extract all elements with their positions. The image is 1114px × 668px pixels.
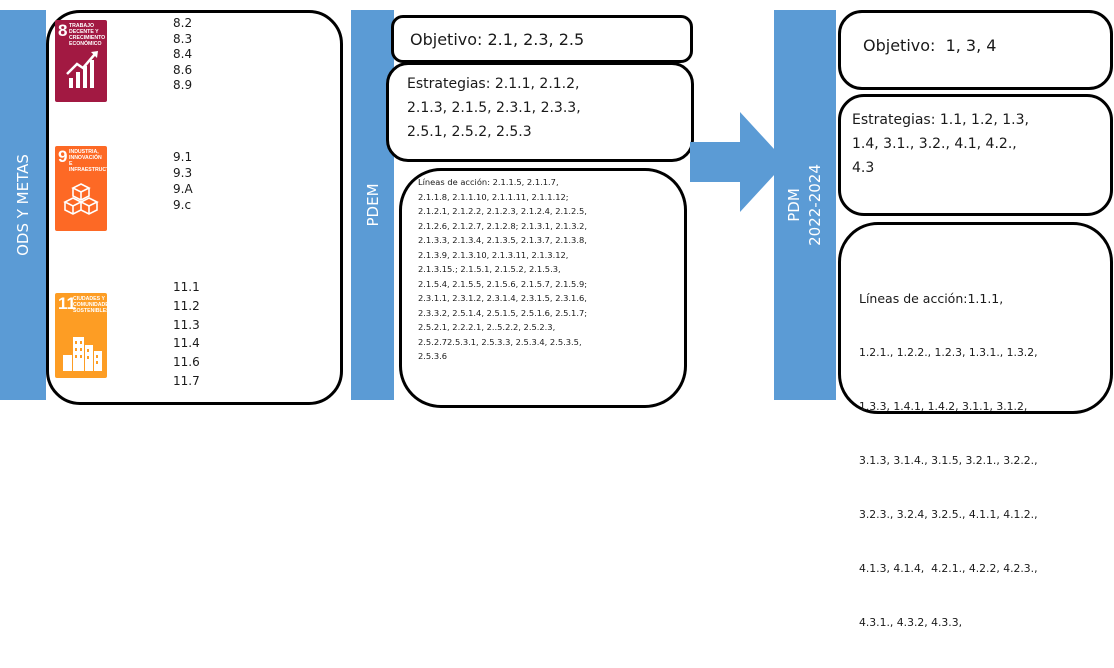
text-line: Líneas de acción:1.1.1,	[859, 291, 1004, 306]
city-buildings-icon	[63, 337, 102, 371]
flow-arrow	[690, 112, 786, 212]
pdm-estrategias-text: Estrategias: 1.1, 1.2, 1.3, 1.4, 3.1., 3…	[852, 108, 1029, 180]
text-line: 2.5.3.6	[418, 351, 448, 361]
target-item: 8.6	[173, 62, 193, 77]
text-line: 4.3	[852, 160, 875, 176]
pdm-lineas-box: Líneas de acción:1.1.1, 1.2.1., 1.2.2., …	[838, 222, 1113, 629]
text-line: 2.5.1, 2.5.2, 2.5.3	[407, 124, 532, 140]
text-line: 2.1.2.6, 2.1.2.7, 2.1.2.8; 2.1.3.1, 2.1.…	[418, 220, 588, 231]
target-item: 11.1	[173, 280, 200, 294]
ods-column-label: ODS Y METAS	[14, 154, 32, 256]
target-item: 11.2	[173, 298, 200, 313]
text-line: Estrategias: 1.1, 1.2, 1.3,	[852, 112, 1029, 128]
sdg-8-icon: 8 TRABAJO DECENTE Y CRECIMIENTO ECONÓMIC…	[55, 20, 107, 102]
text-line: 1.2.1., 1.2.2., 1.2.3, 1.3.1., 1.3.2,	[859, 346, 1038, 359]
target-item: 8.3	[173, 31, 193, 46]
text-line: 2.1.1.8, 2.1.1.10, 2.1.1.11, 2.1.1.12;	[418, 191, 569, 202]
target-item: 8.2	[173, 16, 193, 30]
sdg-9-targets: 9.1 9.3 9.A 9.c	[173, 149, 233, 213]
pdem-column-label: PDEM	[363, 183, 382, 227]
text-line: 2.1.3.9, 2.1.3.10, 2.1.3.11, 2.1.3.12,	[418, 249, 569, 260]
pdm-title: PDM	[785, 188, 803, 222]
target-item: 11.3	[173, 317, 200, 332]
pdm-estrategias-box: Estrategias: 1.1, 1.2, 1.3, 1.4, 3.1., 3…	[838, 94, 1113, 216]
ods-column-bar: ODS Y METAS	[0, 10, 46, 400]
pdem-lineas-box: Líneas de acción: 2.1.1.5, 2.1.1.7, 2.1.…	[399, 168, 687, 408]
pdem-estrategias-text: Estrategias: 2.1.1, 2.1.2, 2.1.3, 2.1.5,…	[407, 72, 581, 144]
text-line: Estrategias: 2.1.1, 2.1.2,	[407, 76, 580, 92]
cubes-icon	[63, 183, 99, 215]
sdg-11-targets: 11.1 11.2 11.3 11.4 11.6 11.7	[173, 278, 233, 391]
target-item: 11.4	[173, 336, 200, 351]
pdm-column-label: PDM 2022-2024	[784, 164, 826, 246]
text-line: 2.1.3, 2.1.5, 2.3.1, 2.3.3,	[407, 100, 581, 116]
target-item: 9.3	[173, 166, 193, 180]
target-item: 11.7	[173, 373, 200, 388]
text-line: Líneas de acción: 2.1.1.5, 2.1.1.7,	[418, 177, 559, 187]
sdg-9-icon: 9 INDUSTRIA, INNOVACIÓN E INFRAESTRUCTUR…	[55, 146, 107, 231]
text-line: 3.2.3., 3.2.4, 3.2.5., 4.1.1, 4.1.2.,	[859, 508, 1038, 521]
growth-chart-icon	[66, 51, 98, 88]
text-line: 2.3.3.2, 2.5.1.4, 2.5.1.5, 2.5.1.6, 2.5.…	[418, 307, 588, 318]
pdem-estrategias-box: Estrategias: 2.1.1, 2.1.2, 2.1.3, 2.1.5,…	[386, 62, 694, 162]
pdm-objetivo-box: Objetivo: 1, 3, 4	[838, 10, 1113, 90]
text-line: 2.3.1.1, 2.3.1.2, 2.3.1.4, 2.3.1.5, 2.3.…	[418, 293, 587, 303]
text-line: 2.5.2.72.5.3.1, 2.5.3.3, 2.5.3.4, 2.5.3.…	[418, 336, 582, 347]
text-line: 1.3.3, 1.4.1, 1.4.2, 3.1.1, 3.1.2,	[859, 400, 1028, 413]
sdg-11-icon: 11 CIUDADES Y COMUNIDADES SOSTENIBLES	[55, 293, 107, 378]
text-line: 2.5.2.1, 2.2.2.1, 2..5.2.2, 2.5.2.3,	[418, 322, 556, 332]
text-line: 1.4, 3.1., 3.2., 4.1, 4.2.,	[852, 136, 1017, 152]
text-line: 2.1.3.3, 2.1.3.4, 2.1.3.5, 2.1.3.7, 2.1.…	[418, 235, 587, 245]
pdm-years: 2022-2024	[806, 164, 824, 246]
pdem-lineas-text: Líneas de acción: 2.1.1.5, 2.1.1.7, 2.1.…	[418, 175, 587, 364]
target-item: 9.1	[173, 150, 193, 164]
target-item: 9.A	[173, 182, 193, 196]
pdem-column-bar: PDEM	[351, 10, 394, 400]
sdg-8-targets: 8.2 8.3 8.4 8.6 8.9	[173, 16, 233, 94]
pdm-column-bar: PDM 2022-2024	[774, 10, 836, 400]
text-line: 3.1.3, 3.1.4., 3.1.5, 3.2.1., 3.2.2.,	[859, 454, 1038, 467]
target-item: 8.9	[173, 78, 193, 92]
pdem-objetivo-box: Objetivo: 2.1, 2.3, 2.5	[391, 15, 693, 63]
target-item: 11.6	[173, 355, 200, 370]
text-line: 4.1.3, 4.1.4, 4.2.1., 4.2.2, 4.2.3.,	[859, 562, 1038, 575]
pdm-objetivo-text: Objetivo: 1, 3, 4	[863, 36, 997, 55]
target-item: 8.4	[173, 47, 193, 61]
text-line: 2.1.3.15.; 2.1.5.1, 2.1.5.2, 2.1.5.3,	[418, 264, 561, 274]
target-item: 9.c	[173, 198, 192, 212]
text-line: 2.1.2.1, 2.1.2.2, 2.1.2.3, 2.1.2.4, 2.1.…	[418, 206, 587, 216]
text-line: 2.1.5.4, 2.1.5.5, 2.1.5.6, 2.1.5.7, 2.1.…	[418, 278, 588, 289]
pdem-objetivo-text: Objetivo: 2.1, 2.3, 2.5	[410, 30, 585, 49]
pdm-lineas-text: Líneas de acción:1.1.1, 1.2.1., 1.2.2., …	[859, 254, 1038, 668]
text-line: 4.3.1., 4.3.2, 4.3.3,	[859, 616, 963, 629]
